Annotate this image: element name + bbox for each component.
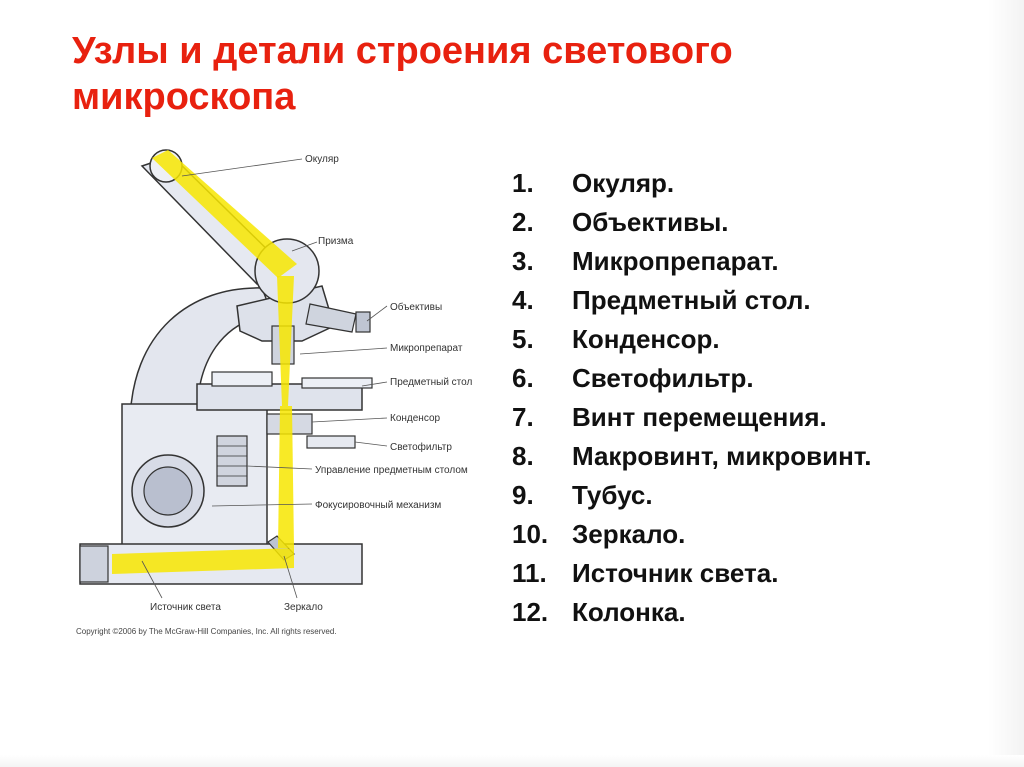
list-item-text: Предметный стол. [572,285,811,315]
list-item-number: 6. [512,363,534,393]
label-focus: Фокусировочный механизм [315,500,441,511]
lamp-housing [79,545,109,583]
label-specimen: Микропрепарат [390,343,463,354]
label-condenser: Конденсор [390,413,441,424]
list-item-text: Макровинт, микровинт. [572,441,872,471]
list-item: 1. Окуляр. [512,164,871,203]
list-item-number: 4. [512,285,534,315]
list-item: 9. Тубус. [512,476,871,515]
list-item-number: 8. [512,441,534,471]
list-item: 2. Объективы. [512,203,871,242]
list-item-number: 12. [512,597,549,627]
filter-holder [306,435,356,449]
slide-title: Узлы и детали строения светового микроск… [72,30,733,118]
list-item: 12. Колонка. [512,593,871,632]
label-ocular: Окуляр [305,154,339,165]
light-path-lower [278,406,294,548]
list-item-text: Винт перемещения. [572,402,827,432]
microscope-diagram: Окуляр Призма Объективы Микропрепарат Пр… [72,136,482,646]
light-path-tube [152,150,297,278]
list-item-text: Колонка. [572,597,686,627]
list-item-text: Окуляр. [572,168,675,198]
label-mirror: Зеркало [284,602,323,613]
focus-knob-inner [143,466,193,516]
list-item-text: Конденсор. [572,324,720,354]
list-item: 11. Источник света. [512,554,871,593]
light-path-horizontal [112,548,294,574]
list-item-number: 10. [512,519,549,549]
list-item: 4. Предметный стол. [512,281,871,320]
list-item-text: Светофильтр. [572,363,754,393]
page-edge-shade [988,0,1024,767]
list-item-text: Зеркало. [572,519,686,549]
copyright-note: Copyright ©2006 by The McGraw-Hill Compa… [76,627,337,636]
microscope-drawing: Окуляр Призма Объективы Микропрепарат Пр… [76,149,472,636]
list-item-number: 11. [512,558,547,588]
list-item: 10. Зеркало. [512,515,871,554]
label-filter: Светофильтр [390,441,452,453]
list-item-number: 3. [512,246,534,276]
list-item: 8. Макровинт, микровинт. [512,437,871,476]
label-light-source: Источник света [150,602,221,613]
stage-clip [211,371,273,387]
label-stage: Предметный стол [390,377,472,388]
light-path-upper [277,276,294,406]
list-item-number: 5. [512,324,534,354]
list-item: 3. Микропрепарат. [512,242,871,281]
parts-list: 1.Окуляр. 2.Объективы. 3.Микропрепарат. … [512,164,871,632]
list-item-text: Объективы. [572,207,729,237]
list-item-number: 2. [512,207,534,237]
list-item-text: Тубус. [572,480,653,510]
list-item-number: 7. [512,402,534,432]
page-bottom-shade [0,755,1024,767]
stage-control-knob [216,435,248,487]
list-item-text: Источник света. [572,558,779,588]
list-item-text: Микропрепарат. [572,246,779,276]
label-prism: Призма [318,236,354,247]
stage-holder [301,377,373,389]
label-stage-control: Управление предметным столом [315,465,468,476]
list-item: 7. Винт перемещения. [512,398,871,437]
objective-side [305,303,357,333]
list-item: 6. Светофильтр. [512,359,871,398]
list-item: 5. Конденсор. [512,320,871,359]
list-item-number: 9. [512,480,534,510]
label-objectives: Объективы [390,301,442,313]
list-item-number: 1. [512,168,534,198]
